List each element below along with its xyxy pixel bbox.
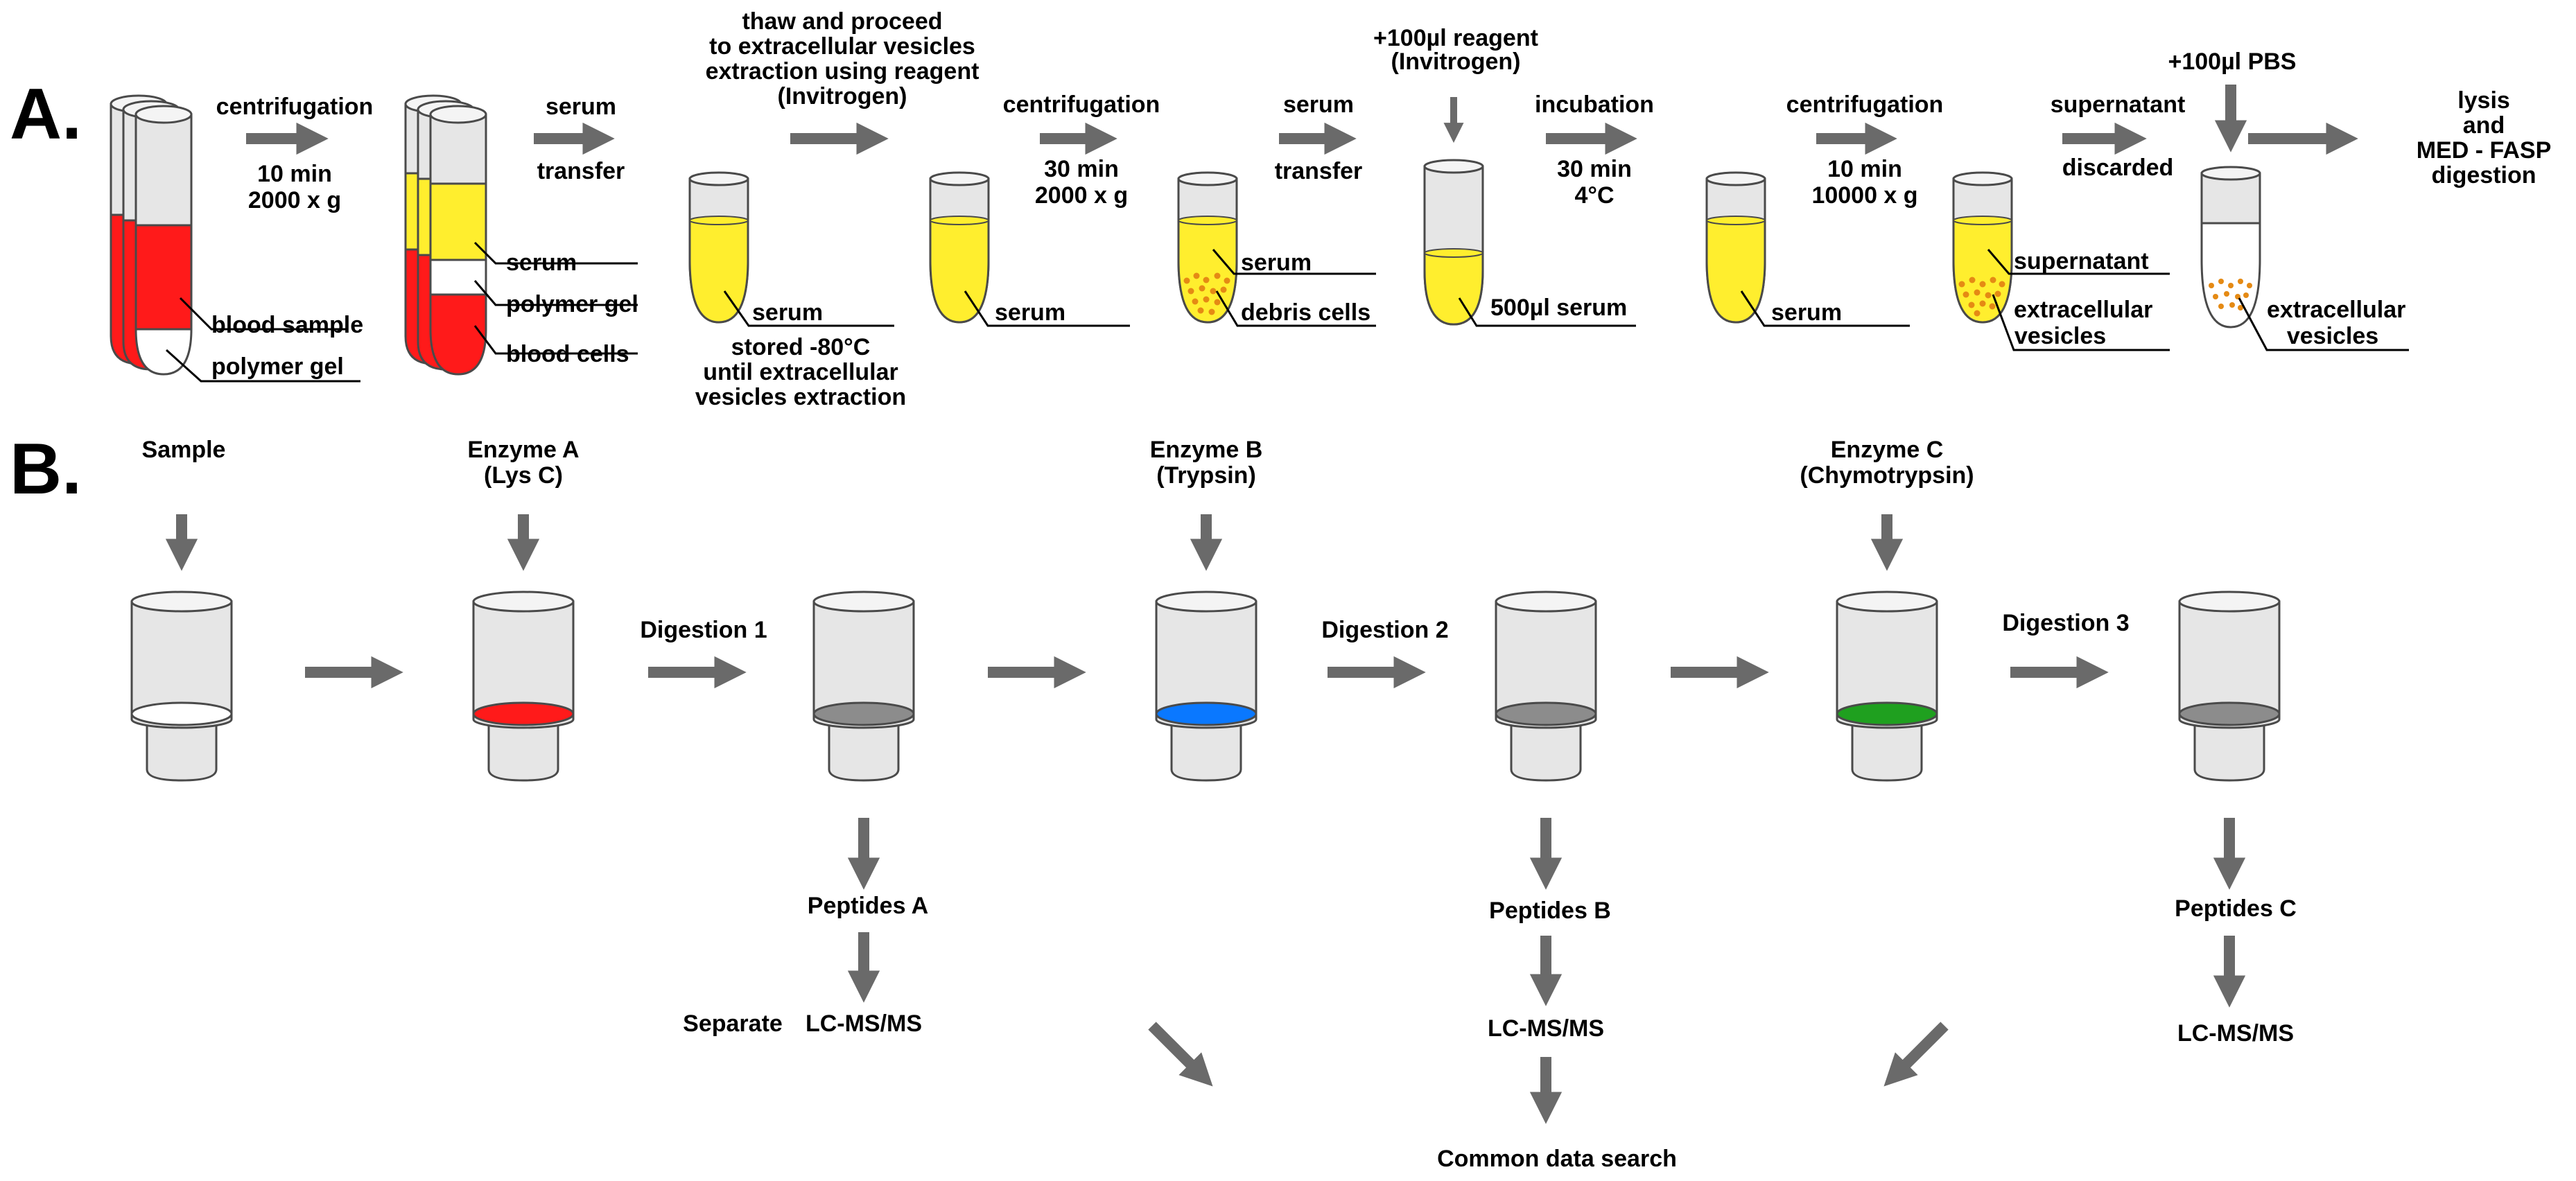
label-enzyme-b-line2: (Trypsin) xyxy=(1156,462,1256,489)
tube-serum-debris xyxy=(1177,171,1376,327)
label-500ul-serum: 500µl serum xyxy=(1490,295,1627,321)
panel-b-label: B. xyxy=(10,429,82,509)
filter-digest-2 xyxy=(1495,590,1597,782)
label-ev9-line2: vesicles xyxy=(2287,323,2378,349)
step1-time: 10 min xyxy=(257,161,332,187)
storage-line1: stored -80°C xyxy=(731,334,871,360)
filter-sample xyxy=(130,590,233,782)
tube-500ul-serum xyxy=(1423,159,1636,327)
step3-line3: extraction using reagent xyxy=(706,58,980,85)
step4-time: 30 min xyxy=(1044,156,1119,182)
filter-digest-3 xyxy=(2178,590,2281,782)
label-enzyme-b-line1: Enzyme B xyxy=(1150,437,1263,463)
label-ev9-line1: extracellular xyxy=(2267,297,2405,323)
step2-line2: transfer xyxy=(537,158,625,184)
step6-line1: +100µl reagent xyxy=(1373,25,1538,51)
step7-time: 30 min xyxy=(1557,156,1632,182)
step10-label: +100µl PBS xyxy=(2168,49,2297,75)
filter-enzyme-c xyxy=(1836,590,1938,782)
label-sample: Sample xyxy=(142,437,226,463)
label-lcms-c: LC-MS/MS xyxy=(2177,1020,2294,1047)
label-enzyme-a-line2: (Lys C) xyxy=(484,462,563,489)
filter-digest-1 xyxy=(812,590,915,782)
tube-front xyxy=(134,105,193,376)
storage-line3: vesicles extraction xyxy=(695,384,906,410)
step6-line2: (Invitrogen) xyxy=(1391,49,1521,75)
step4-action: centrifugation xyxy=(1003,91,1160,118)
step2-line1: serum xyxy=(546,94,616,120)
label-common-data-search: Common data search xyxy=(1437,1146,1677,1172)
tube-incubated-serum xyxy=(1705,171,1910,327)
filter-enzyme-b xyxy=(1155,590,1257,782)
label-peptides-c: Peptides C xyxy=(2175,895,2297,922)
tube-front xyxy=(429,105,487,376)
label-serum-4: serum xyxy=(995,299,1065,326)
step5-line1: serum xyxy=(1283,91,1354,118)
step11-line3: MED - FASP xyxy=(2417,137,2552,164)
step11-line4: digestion xyxy=(2431,162,2536,189)
step9-line1: supernatant xyxy=(2051,91,2186,118)
ev-dots-8 xyxy=(1958,277,2005,317)
step11-line2: and xyxy=(2463,112,2505,139)
label-enzyme-c-line1: Enzyme C xyxy=(1831,437,1944,463)
label-digestion-2: Digestion 2 xyxy=(1321,617,1448,643)
tube-thawed-serum xyxy=(929,171,1130,327)
arrow-a-to-common xyxy=(1148,1022,1213,1087)
label-digestion-1: Digestion 1 xyxy=(640,617,767,643)
label-enzyme-a-line1: Enzyme A xyxy=(467,437,579,463)
label-blood-sample: blood sample xyxy=(211,312,363,338)
label-ev8-line1: extracellular xyxy=(2014,297,2152,323)
step4-force: 2000 x g xyxy=(1035,182,1128,209)
step5-line2: transfer xyxy=(1275,158,1363,184)
tube-supernatant-ev xyxy=(1952,171,2170,351)
step9-line2: discarded xyxy=(2062,155,2174,181)
label-serum-7: serum xyxy=(1771,299,1842,326)
label-lcms-b: LC-MS/MS xyxy=(1488,1015,1604,1042)
step8-force: 10000 x g xyxy=(1811,182,1917,209)
step3-line2: to extracellular vesicles xyxy=(709,33,975,60)
label-polymer-gel-2: polymer gel xyxy=(506,291,638,317)
label-serum-3: serum xyxy=(752,299,823,326)
storage-line2: until extracellular xyxy=(703,359,898,385)
label-supernatant: supernatant xyxy=(2014,248,2149,274)
label-ev8-line2: vesicles xyxy=(2014,323,2106,349)
step7-temp: 4°C xyxy=(1574,182,1614,209)
step8-action: centrifugation xyxy=(1786,91,1944,118)
label-enzyme-c-line2: (Chymotrypsin) xyxy=(1800,462,1974,489)
label-peptides-a: Peptides A xyxy=(808,893,928,919)
tube-blood-sample xyxy=(110,94,360,383)
label-serum-5: serum xyxy=(1241,250,1312,276)
ev-dots-9 xyxy=(2209,279,2252,310)
tube-ev-pbs xyxy=(2200,166,2409,351)
step3-line1: thaw and proceed xyxy=(742,8,942,35)
tube-stored-serum xyxy=(688,171,894,327)
label-peptides-b: Peptides B xyxy=(1489,898,1611,924)
label-polymer-gel-1: polymer gel xyxy=(211,353,344,380)
arrow-c-to-common xyxy=(1883,1022,1949,1087)
step1-action: centrifugation xyxy=(216,94,374,120)
step8-time: 10 min xyxy=(1827,156,1902,182)
label-digestion-3: Digestion 3 xyxy=(2002,610,2129,636)
debris-dots xyxy=(1183,272,1230,315)
step11-line1: lysis xyxy=(2457,87,2510,114)
label-serum-2: serum xyxy=(506,250,577,276)
label-debris-cells: debris cells xyxy=(1241,299,1370,326)
tube-separated-blood xyxy=(404,94,638,376)
label-lcms-a: LC-MS/MS xyxy=(806,1011,922,1037)
step1-force: 2000 x g xyxy=(248,187,341,213)
panel-a-label: A. xyxy=(10,74,82,155)
label-separate: Separate xyxy=(683,1011,783,1037)
filter-enzyme-a xyxy=(472,590,575,782)
label-blood-cells: blood cells xyxy=(506,341,629,367)
step3-line4: (Invitrogen) xyxy=(778,83,907,110)
step7-action: incubation xyxy=(1535,91,1654,118)
